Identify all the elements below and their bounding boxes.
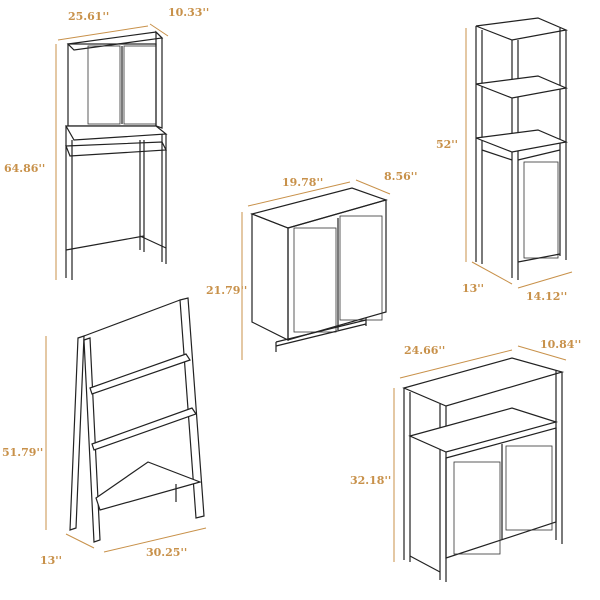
floor-cabinet-depth-label: 10.84'': [540, 338, 581, 351]
ladder-shelf: [69, 297, 205, 543]
wall-cabinet-depth-label: 8.56'': [384, 170, 418, 183]
tall-tower: [475, 17, 569, 280]
floor-cabinet-height-label: 32.18'': [350, 474, 391, 487]
ladder-shelf-width-label: 30.25'': [146, 546, 187, 559]
toilet-shelf-width-label: 25.61'': [68, 10, 109, 23]
ladder-shelf-depth-label: 13'': [40, 554, 62, 567]
tall-tower-height-label: 52'': [436, 138, 458, 151]
tall-tower-dimension-lines: [465, 28, 573, 289]
wall-cabinet-width-label: 19.78'': [282, 176, 323, 189]
wall-cabinet: [250, 187, 388, 352]
wall-cabinet-height-label: 21.79'': [206, 284, 247, 297]
ladder-shelf-dimension-lines: [45, 336, 207, 553]
ladder-shelf-height-label: 51.79'': [2, 446, 43, 459]
tall-tower-width-label: 14.12'': [526, 290, 567, 303]
toilet-shelf-depth-label: 10.33'': [168, 6, 209, 19]
tall-tower-depth-label: 13'': [462, 282, 484, 295]
floor-cabinet-width-label: 24.66'': [404, 344, 445, 357]
wall-cabinet-dimension-lines: [241, 179, 391, 360]
toilet-shelf: [64, 30, 168, 280]
floor-cabinet-dimension-lines: [393, 345, 567, 562]
toilet-shelf-height-label: 64.86'': [4, 162, 45, 175]
floor-cabinet: [402, 357, 565, 582]
toilet-shelf-dimension-lines: [55, 23, 169, 280]
